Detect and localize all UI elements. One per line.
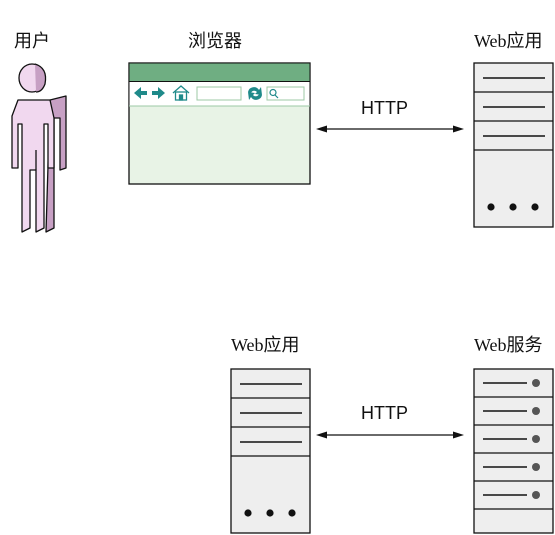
http-label-top: HTTP: [361, 98, 408, 118]
browser-window: [128, 62, 311, 185]
search-icon: [269, 88, 279, 99]
http-arrow-bottom: [316, 431, 464, 439]
web-app-label-bottom: Web应用: [231, 335, 300, 355]
http-arrow-top: [316, 125, 464, 133]
web-service-server: [473, 368, 554, 534]
user-label: 用户: [14, 31, 50, 51]
browser-label: 浏览器: [188, 31, 242, 51]
web-service-label: Web服务: [474, 335, 543, 355]
web-app-server-top: [473, 62, 554, 228]
web-app-server-bottom: [230, 368, 311, 534]
user-figure: [11, 63, 67, 233]
back-arrow-icon: [134, 87, 147, 99]
web-app-label-top: Web应用: [474, 31, 543, 51]
browser-title-bar: [129, 63, 310, 82]
address-field: [196, 86, 242, 101]
home-icon: [172, 85, 190, 101]
refresh-icon: [248, 87, 262, 100]
forward-arrow-icon: [152, 87, 165, 99]
http-label-bottom: HTTP: [361, 403, 408, 423]
